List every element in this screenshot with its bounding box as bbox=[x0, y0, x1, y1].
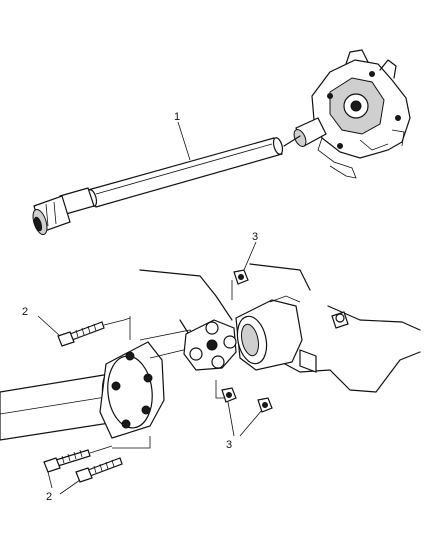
callout-3-lower-leader-b bbox=[239, 409, 263, 437]
nut-lower-b bbox=[257, 397, 273, 413]
shaft-tube bbox=[86, 137, 284, 208]
callout-2-upper: 2 bbox=[22, 306, 28, 318]
callout-2-lower-leader-a bbox=[47, 471, 53, 489]
nut-lower-a bbox=[221, 387, 237, 403]
flange-detail: 2 2 3 3 bbox=[0, 231, 421, 503]
callout-2-lower-leader-b bbox=[59, 479, 81, 495]
callout-3-lower: 3 bbox=[226, 439, 232, 451]
frame-line-b bbox=[249, 263, 311, 291]
bolt-lower-a bbox=[43, 445, 113, 473]
bolt-upper bbox=[57, 317, 131, 347]
callout-3-lower-leader-a bbox=[227, 401, 235, 437]
callout-1: 1 bbox=[174, 111, 180, 123]
callout-1-leader bbox=[177, 121, 191, 161]
transfer-case-housing bbox=[311, 49, 411, 179]
rear-yoke bbox=[283, 117, 327, 147]
callout-2-upper-leader bbox=[37, 315, 61, 337]
align-line-b bbox=[112, 436, 151, 449]
frame-upper-line bbox=[139, 269, 233, 321]
mount-pad bbox=[299, 349, 317, 373]
nut-upper bbox=[233, 269, 249, 285]
callout-2-lower: 2 bbox=[46, 491, 52, 503]
crossmember-bottom bbox=[329, 351, 421, 393]
bolt-lower-b bbox=[75, 457, 123, 483]
pinion-flange bbox=[183, 319, 237, 371]
callout-3-upper: 3 bbox=[252, 231, 258, 243]
shaft-flange bbox=[99, 329, 201, 439]
front-slip-yoke bbox=[32, 187, 95, 236]
callout-3-upper-leader bbox=[243, 241, 257, 271]
differential-housing bbox=[235, 295, 349, 371]
propeller-shaft-assembly: 1 bbox=[32, 49, 411, 236]
